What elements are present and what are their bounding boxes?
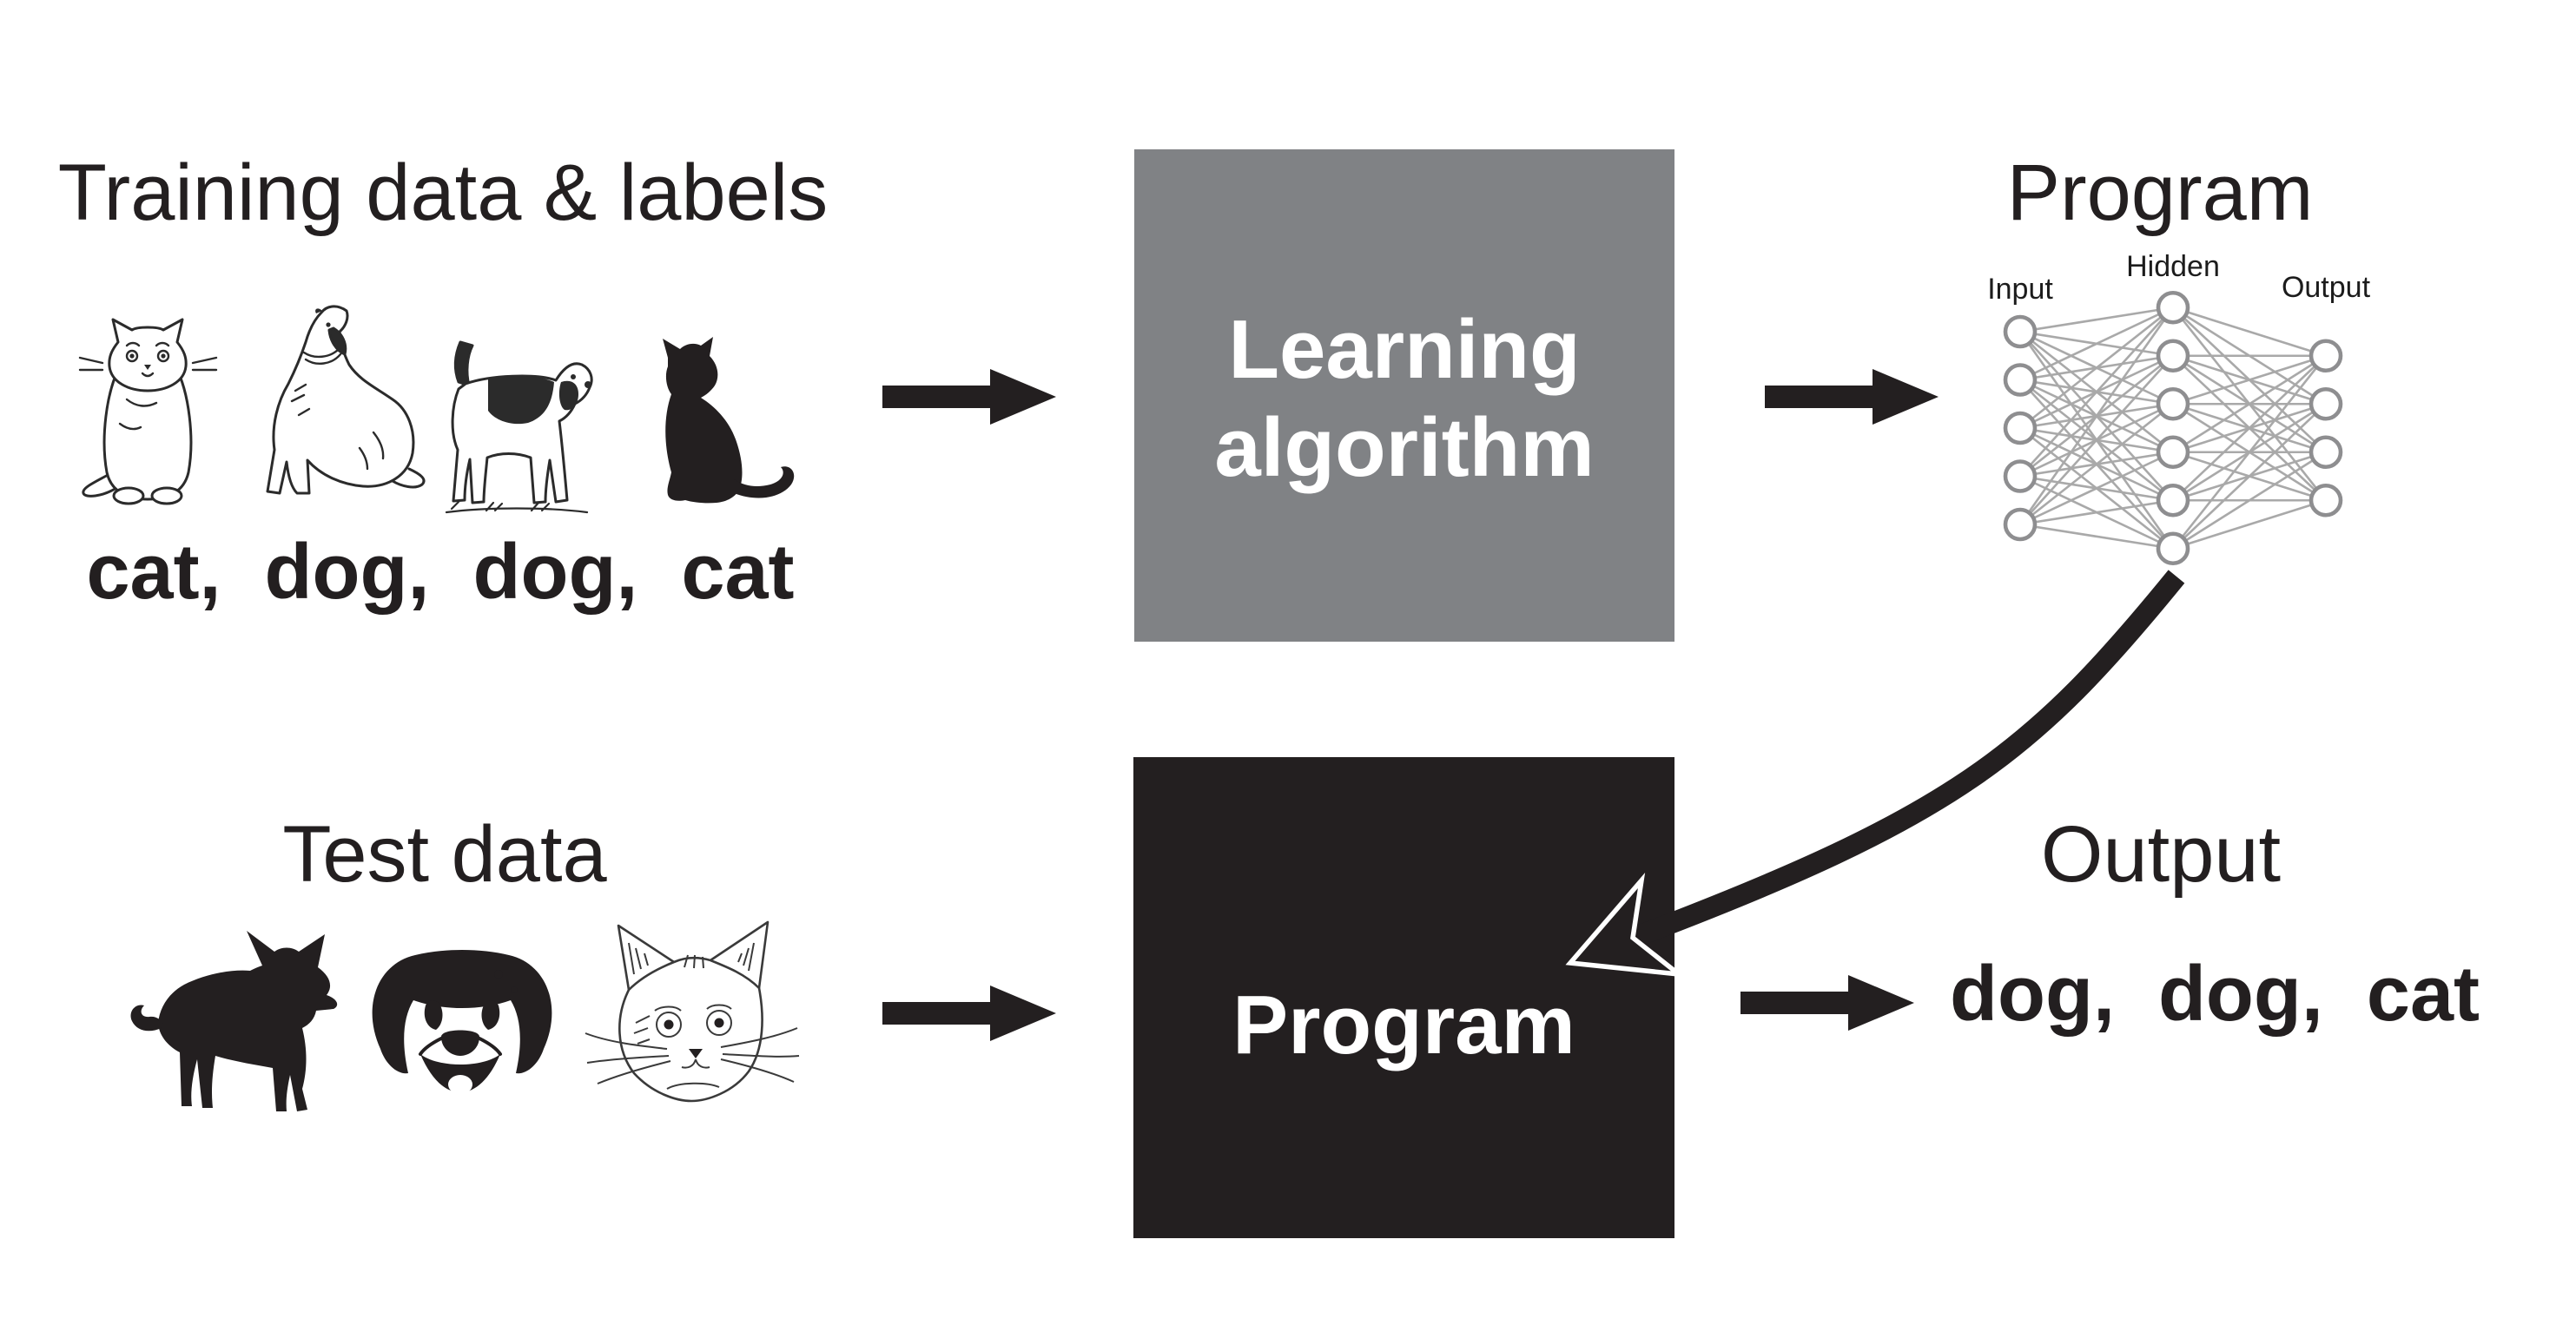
nn-edge — [2172, 499, 2327, 550]
program-title: Program — [2006, 148, 2314, 237]
nn-edge — [2172, 354, 2327, 453]
nn-edge — [2019, 523, 2174, 550]
curved-arrow-network-to-program-box — [1634, 570, 2185, 946]
nn-node-layer-output — [2308, 339, 2343, 373]
program-box: Program — [1133, 757, 1674, 1238]
test-dog-face-image — [372, 950, 552, 1094]
nn-node-layer-output — [2308, 483, 2343, 517]
training-black-cat-silhouette-image — [663, 337, 795, 504]
nn-edge — [2019, 307, 2174, 478]
nn-node-layer-input — [2003, 314, 2038, 349]
training-beagle-sketch-image — [445, 340, 593, 514]
nn-layer-label-input: Input — [1987, 273, 2053, 306]
program-box-label: Program — [1232, 978, 1575, 1071]
nn-node-layer-hidden — [2156, 483, 2190, 517]
nn-node-layer-input — [2003, 411, 2038, 445]
nn-node-layer-hidden — [2156, 386, 2190, 421]
nn-node-layer-hidden — [2156, 290, 2190, 325]
curved-arrow-open-head — [1565, 872, 1688, 978]
training-dog-sketch-image — [266, 305, 426, 495]
arrow-learning-to-program — [1765, 369, 1939, 425]
test-cat-face-sketch-image — [585, 920, 800, 1103]
nn-edge — [2019, 403, 2174, 526]
nn-edge — [2172, 451, 2327, 550]
training-labels-text: cat, dog, dog, cat — [86, 529, 795, 616]
nn-edge — [2019, 306, 2174, 333]
nn-edge — [2019, 307, 2174, 381]
arrow-training-to-learning — [882, 369, 1056, 425]
nn-edge — [2171, 354, 2328, 550]
nn-edge — [2019, 307, 2174, 430]
nn-node-layer-input — [2003, 459, 2038, 493]
training-cat-sketch-image — [78, 318, 218, 505]
nn-edge — [2019, 498, 2174, 526]
nn-edge — [2019, 354, 2174, 525]
nn-edge — [2018, 307, 2175, 525]
nn-node-layer-hidden — [2156, 531, 2190, 566]
output-title: Output — [2040, 810, 2282, 899]
nn-layer-label-output: Output — [2282, 271, 2371, 304]
nn-node-layer-output — [2308, 386, 2343, 421]
nn-edge — [2019, 451, 2174, 526]
test-data-title: Test data — [282, 810, 607, 899]
learning-algorithm-box: Learning algorithm — [1134, 149, 1674, 642]
nn-edge — [2172, 354, 2327, 502]
output-labels-text: dog, dog, cat — [1950, 951, 2480, 1038]
nn-node-layer-input — [2003, 363, 2038, 397]
nn-edge — [2172, 354, 2327, 405]
nn-layer-label-hidden: Hidden — [2126, 250, 2220, 283]
training-data-title: Training data & labels — [57, 148, 829, 237]
arrow-program-to-output — [1740, 975, 1914, 1031]
nn-edge — [2172, 307, 2327, 357]
nn-node-layer-output — [2308, 435, 2343, 470]
nn-node-layer-hidden — [2156, 435, 2190, 470]
nn-edge — [2172, 403, 2327, 550]
test-dog-silhouette-image — [130, 931, 338, 1111]
nn-node-layer-input — [2003, 507, 2038, 542]
learning-algorithm-box-label: Learning algorithm — [1214, 303, 1595, 494]
arrow-test-to-program — [882, 986, 1056, 1041]
nn-node-layer-hidden — [2156, 339, 2190, 373]
